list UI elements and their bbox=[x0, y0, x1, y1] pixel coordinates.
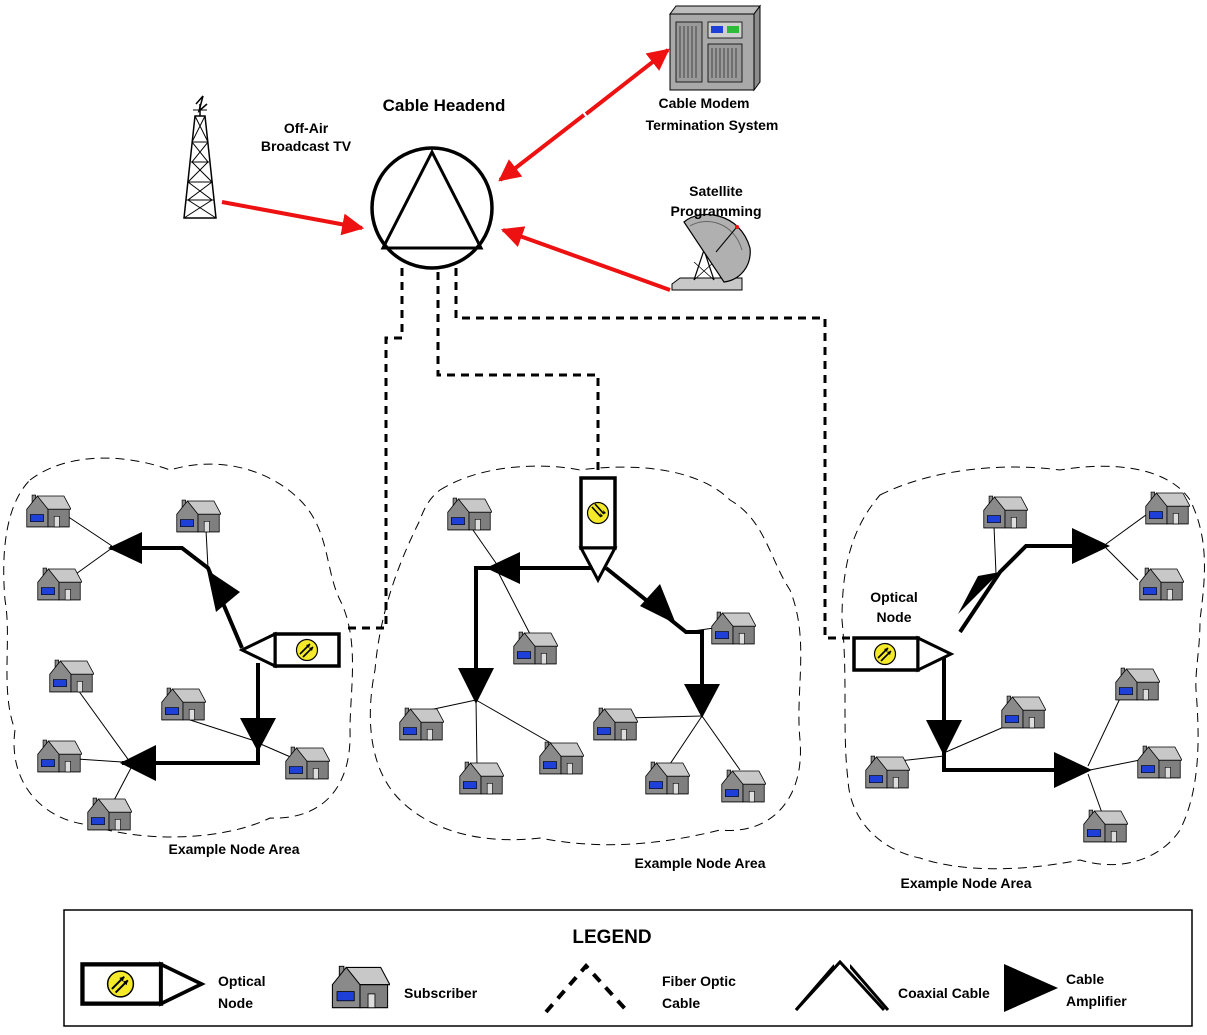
legend-amplifier-line1: Cable bbox=[1066, 971, 1104, 987]
subscriber-house bbox=[593, 707, 638, 741]
node-area-left bbox=[26, 494, 341, 831]
subscriber-house bbox=[447, 497, 492, 531]
amplifier-left-4 bbox=[120, 745, 156, 781]
amplifier-center-3 bbox=[640, 584, 676, 624]
legend-fiber-line2: Cable bbox=[662, 995, 700, 1011]
satellite-label-line1: Satellite bbox=[689, 183, 743, 199]
optical-node-label-line1: Optical bbox=[870, 589, 917, 605]
subscriber-house bbox=[1137, 745, 1182, 779]
legend-amplifier-icon bbox=[1004, 964, 1058, 1012]
node-area-label-center: Example Node Area bbox=[635, 855, 766, 871]
legend-fiber-icon bbox=[544, 962, 630, 1014]
node-area-boundary-center bbox=[369, 465, 802, 846]
optical-node-label-line2: Node bbox=[877, 609, 912, 625]
amplifier-left-3 bbox=[240, 718, 276, 752]
arrow-headend-to-cmts bbox=[584, 48, 670, 116]
fiber-optic-links bbox=[344, 268, 852, 640]
fiber-link-left bbox=[344, 268, 404, 630]
subscriber-house bbox=[399, 707, 444, 741]
legend-amplifier-line2: Amplifier bbox=[1066, 993, 1127, 1009]
legend-optical-node-line2: Node bbox=[218, 995, 253, 1011]
amplifier-right-4 bbox=[1054, 752, 1092, 788]
node-area-center bbox=[399, 476, 766, 803]
subscriber-house bbox=[37, 739, 82, 773]
node-area-label-right: Example Node Area bbox=[901, 875, 1032, 891]
cmts-label-line2: Termination System bbox=[646, 117, 779, 133]
legend-coax-label: Coaxial Cable bbox=[898, 985, 990, 1001]
arrow-satellite-to-headend bbox=[500, 226, 671, 292]
subscriber-house bbox=[645, 761, 690, 795]
legend: LEGEND Optical Node Subscriber Fiber Opt… bbox=[63, 909, 1193, 1027]
coax-drops-center bbox=[419, 519, 741, 771]
cmts-label-line1: Cable Modem bbox=[658, 95, 749, 111]
subscriber-house bbox=[459, 761, 504, 795]
subscriber-house bbox=[87, 797, 132, 831]
subscriber-house bbox=[513, 631, 558, 665]
amplifier-center-4 bbox=[684, 684, 720, 718]
subscriber-house bbox=[26, 494, 71, 528]
amplifier-left-1 bbox=[108, 532, 142, 564]
optical-node-right bbox=[852, 636, 953, 672]
amplifier-center-1 bbox=[486, 552, 520, 584]
subscriber-house bbox=[539, 741, 584, 775]
subscriber-house bbox=[865, 755, 910, 789]
arrow-cmts-to-headend bbox=[498, 113, 586, 182]
signal-arrows bbox=[221, 48, 671, 292]
node-area-boundary-right bbox=[841, 465, 1205, 870]
legend-optical-node-line1: Optical bbox=[218, 973, 265, 989]
legend-subscriber-icon bbox=[331, 965, 390, 1009]
node-area-boundary-left bbox=[3, 457, 353, 838]
subscriber-house bbox=[285, 746, 330, 780]
amplifier-right-3 bbox=[1072, 528, 1110, 564]
optical-node-left bbox=[240, 632, 341, 668]
satellite-label-line2: Programming bbox=[670, 203, 761, 219]
amplifier-right-1 bbox=[926, 720, 962, 756]
off-air-label-line1: Off-Air bbox=[284, 120, 329, 136]
subscriber-house bbox=[1001, 695, 1046, 729]
amplifier-center-2 bbox=[458, 668, 494, 704]
cmts-server-icon bbox=[669, 4, 761, 92]
satellite-dish-icon bbox=[671, 214, 751, 291]
coax-trunk-left bbox=[110, 546, 260, 765]
coax-trunk-center bbox=[474, 566, 704, 700]
fiber-link-right bbox=[454, 268, 852, 640]
subscriber-house bbox=[1083, 809, 1128, 843]
subscriber-house bbox=[1145, 491, 1190, 525]
subscriber-house bbox=[1139, 567, 1184, 601]
subscriber-house bbox=[161, 687, 206, 721]
broadcast-tower-icon bbox=[183, 95, 217, 219]
subscriber-house bbox=[711, 611, 756, 645]
legend-fiber-line1: Fiber Optic bbox=[662, 973, 736, 989]
optical-node-center bbox=[579, 476, 617, 582]
legend-subscriber-label: Subscriber bbox=[404, 985, 478, 1001]
subscriber-house bbox=[721, 769, 766, 803]
subscriber-house bbox=[37, 567, 82, 601]
legend-title: LEGEND bbox=[572, 927, 651, 948]
off-air-label-line2: Broadcast TV bbox=[261, 138, 352, 154]
node-area-right bbox=[852, 491, 1190, 843]
headend-label: Cable Headend bbox=[383, 96, 506, 115]
coax-trunk-right bbox=[942, 544, 1106, 772]
cable-headend bbox=[370, 146, 494, 270]
arrow-broadcast-to-headend bbox=[221, 200, 365, 236]
subscriber-house bbox=[983, 495, 1028, 529]
amplifier-right-2 bbox=[958, 572, 1000, 614]
node-area-label-left: Example Node Area bbox=[169, 841, 300, 857]
subscriber-house bbox=[176, 499, 221, 533]
fiber-link-center bbox=[436, 272, 600, 476]
subscriber-house bbox=[49, 659, 94, 693]
subscriber-house bbox=[1115, 667, 1160, 701]
amplifier-left-2 bbox=[207, 570, 240, 612]
coax-drops-right bbox=[889, 511, 1151, 825]
